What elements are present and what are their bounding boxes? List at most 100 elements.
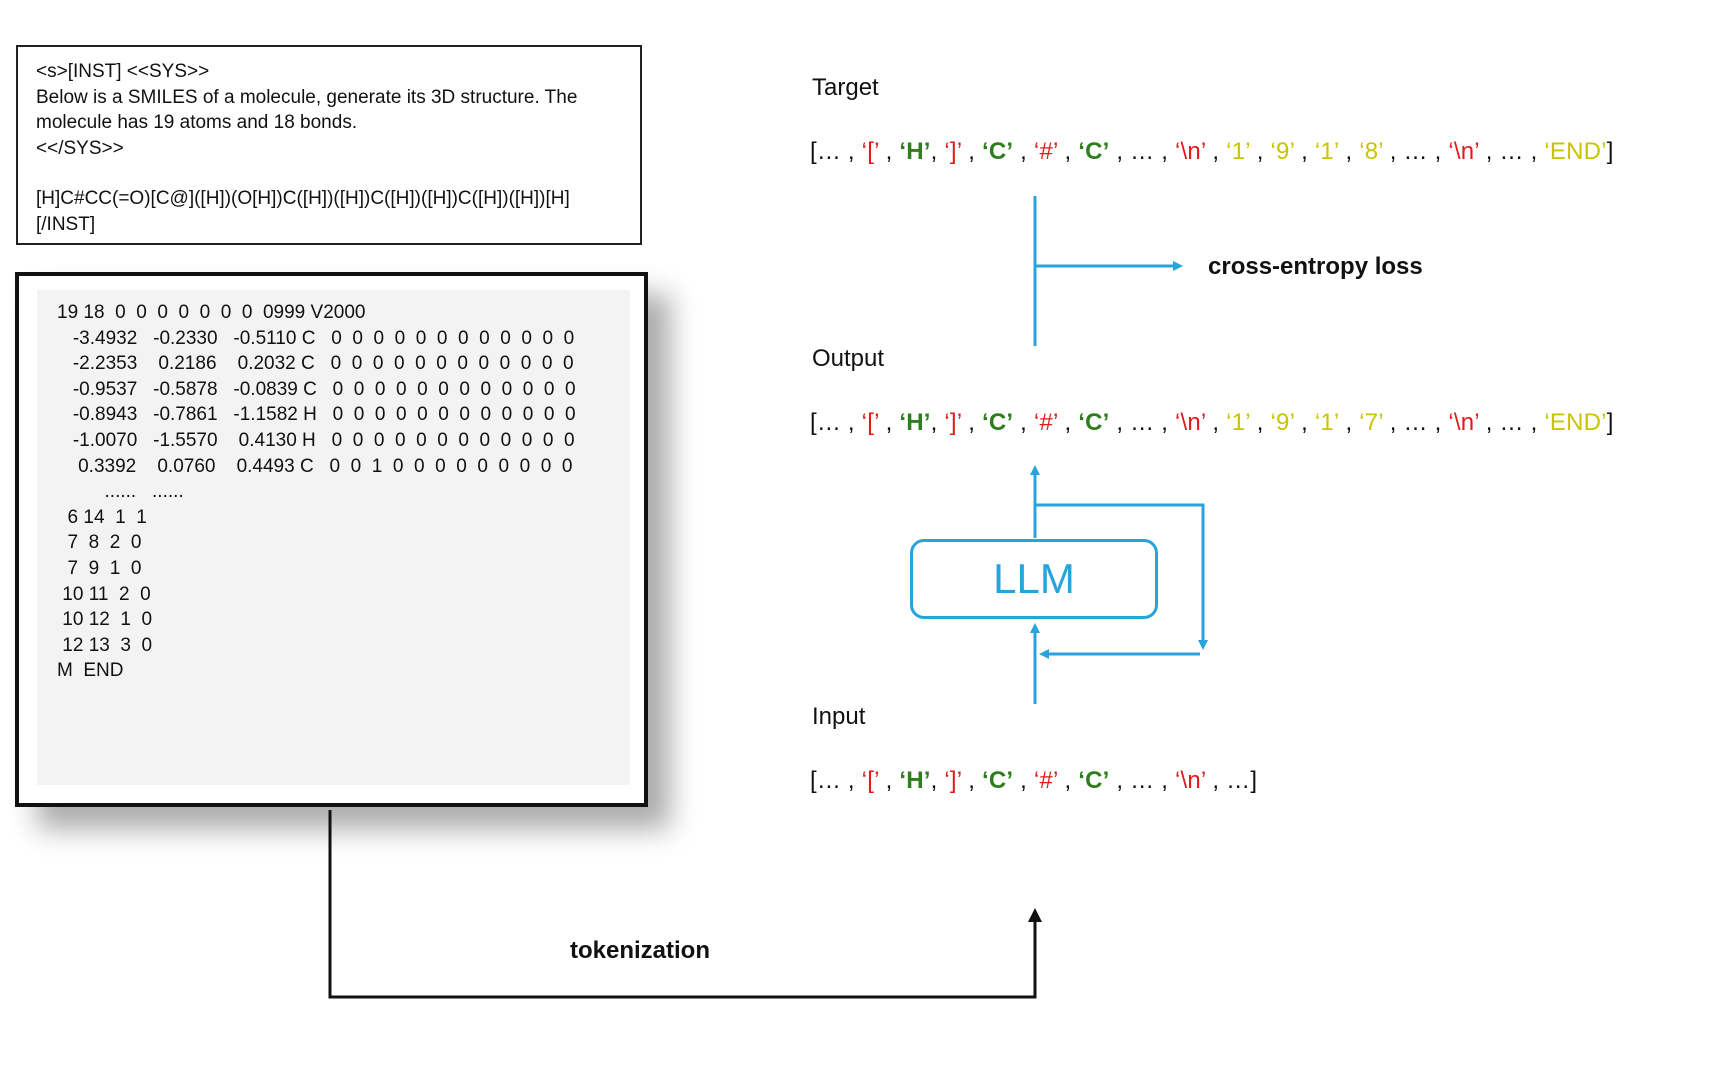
token-separator: ,	[1338, 409, 1360, 436]
token: ‘8’	[1359, 138, 1383, 165]
token-separator: , …]	[1205, 767, 1258, 794]
molfile-line: 7 8 2 0	[57, 532, 142, 554]
token-separator: ,	[1205, 409, 1227, 436]
token-separator: ,	[1057, 767, 1079, 794]
prompt-line: [H]C#CC(=O)[C@]([H])(O[H])C([H])([H])C([…	[36, 188, 570, 209]
token: ‘]’	[944, 138, 962, 165]
token-separator: ]	[1606, 138, 1614, 165]
llm-box: LLM	[910, 539, 1158, 619]
token: ‘\n’	[1174, 138, 1206, 165]
token-separator: ,	[1057, 409, 1079, 436]
token: ‘\n’	[1174, 409, 1206, 436]
token: ‘[’	[861, 409, 879, 436]
molfile-line: -3.4932 -0.2330 -0.5110 C 0 0 0 0 0 0 0 …	[57, 327, 575, 349]
prompt-box: <s>[INST] <<SYS>>Below is a SMILES of a …	[16, 45, 642, 245]
token: ‘END’	[1544, 409, 1607, 436]
token-separator: ,	[961, 409, 983, 436]
molfile-line: -1.0070 -1.5570 0.4130 H 0 0 0 0 0 0 0 0…	[57, 429, 575, 451]
token: ‘#’	[1033, 767, 1058, 794]
token: ‘1’	[1314, 138, 1339, 165]
target-token-row: [… , ‘[’ , ‘H’, ‘]’ , ‘C’ , ‘#’ , ‘C’ , …	[810, 138, 1614, 166]
token-separator: ,	[1057, 138, 1079, 165]
molfile-line: 7 9 1 0	[57, 557, 142, 579]
molfile-line: M END	[57, 660, 124, 682]
token-separator: ,	[1249, 409, 1271, 436]
token-separator: ]	[1606, 409, 1614, 436]
molfile-line: -0.9537 -0.5878 -0.0839 C 0 0 0 0 0 0 0 …	[57, 378, 576, 400]
token-separator: ,	[930, 138, 945, 165]
token: ‘C’	[1078, 409, 1110, 436]
token-separator: , … ,	[1478, 138, 1545, 165]
token: ‘9’	[1270, 138, 1295, 165]
molfile-line: ...... ......	[57, 481, 184, 503]
token-separator: ,	[961, 767, 983, 794]
token: ‘[’	[861, 767, 879, 794]
token-separator: [… ,	[810, 767, 862, 794]
input-token-row: [… , ‘[’ , ‘H’, ‘]’ , ‘C’ , ‘#’ , ‘C’ , …	[810, 767, 1257, 795]
token: ‘C’	[1078, 138, 1110, 165]
output-label: Output	[812, 345, 885, 372]
molfile-line: 19 18 0 0 0 0 0 0 0 0999 V2000	[57, 302, 366, 323]
token-separator: [… ,	[810, 409, 862, 436]
token: ‘\n’	[1448, 409, 1479, 436]
token: ‘1’	[1226, 138, 1250, 165]
token: ‘C’	[982, 409, 1014, 436]
prompt-line: <</SYS>>	[36, 137, 124, 159]
token: ‘]’	[944, 409, 962, 436]
token-separator: ,	[1294, 138, 1315, 165]
token-separator: , … ,	[1382, 138, 1449, 165]
token: ‘C’	[982, 138, 1014, 165]
input-label: Input	[812, 703, 866, 730]
token-separator: ,	[961, 138, 983, 165]
token-separator: ,	[878, 767, 900, 794]
token-separator: , … ,	[1382, 409, 1449, 436]
token-separator: ,	[1013, 409, 1034, 436]
token-separator: [… ,	[810, 138, 862, 165]
prompt-line: molecule has 19 atoms and 18 bonds.	[36, 112, 358, 133]
molfile-box: 19 18 0 0 0 0 0 0 0 0999 V2000 -3.4932 -…	[15, 272, 648, 807]
molfile-line: 12 13 3 0	[57, 634, 153, 656]
token-separator: ,	[1338, 138, 1360, 165]
token: ‘H’	[899, 409, 931, 436]
feedback-loop-line	[1035, 503, 1208, 650]
token-separator: , … ,	[1109, 767, 1175, 794]
token-separator: ,	[1294, 409, 1315, 436]
token: ‘END’	[1544, 138, 1607, 165]
molfile-line: 0.3392 0.0760 0.4493 C 0 0 1 0 0 0 0 0 0…	[57, 455, 573, 477]
loss-label: cross-entropy loss	[1208, 253, 1423, 280]
token-separator: ,	[930, 409, 945, 436]
token: ‘C’	[1078, 767, 1110, 794]
token-separator: ,	[1013, 767, 1034, 794]
token: ‘1’	[1226, 409, 1250, 436]
prompt-line: [/INST]	[36, 213, 96, 235]
token-separator: ,	[1249, 138, 1271, 165]
token: ‘7’	[1359, 409, 1383, 436]
token: ‘[’	[861, 138, 879, 165]
molfile-line: 6 14 1 1	[57, 506, 147, 528]
token-separator: , … ,	[1478, 409, 1545, 436]
token: ‘C’	[982, 767, 1014, 794]
token: ‘#’	[1033, 138, 1058, 165]
token: ‘H’	[899, 138, 931, 165]
token-separator: ,	[1013, 138, 1034, 165]
token: ‘9’	[1270, 409, 1295, 436]
token: ‘1’	[1314, 409, 1339, 436]
molfile-line: 10 12 1 0	[57, 609, 153, 631]
prompt-line: <s>[INST] <<SYS>>	[36, 61, 210, 82]
token: ‘\n’	[1174, 767, 1206, 794]
token: ‘H’	[899, 767, 931, 794]
token-separator: , … ,	[1109, 409, 1175, 436]
tokenization-arrow	[328, 810, 1042, 999]
molfile-line: -2.2353 0.2186 0.2032 C 0 0 0 0 0 0 0 0 …	[57, 353, 574, 375]
molfile-line: 10 11 2 0	[57, 583, 151, 605]
target-label: Target	[812, 74, 879, 101]
token-separator: , … ,	[1109, 138, 1175, 165]
molfile-content: 19 18 0 0 0 0 0 0 0 0999 V2000 -3.4932 -…	[37, 290, 630, 785]
token: ‘]’	[944, 767, 962, 794]
output-token-row: [… , ‘[’ , ‘H’, ‘]’ , ‘C’ , ‘#’ , ‘C’ , …	[810, 409, 1614, 437]
token: ‘\n’	[1448, 138, 1479, 165]
token-separator: ,	[1205, 138, 1227, 165]
token-separator: ,	[878, 409, 900, 436]
token-separator: ,	[878, 138, 900, 165]
